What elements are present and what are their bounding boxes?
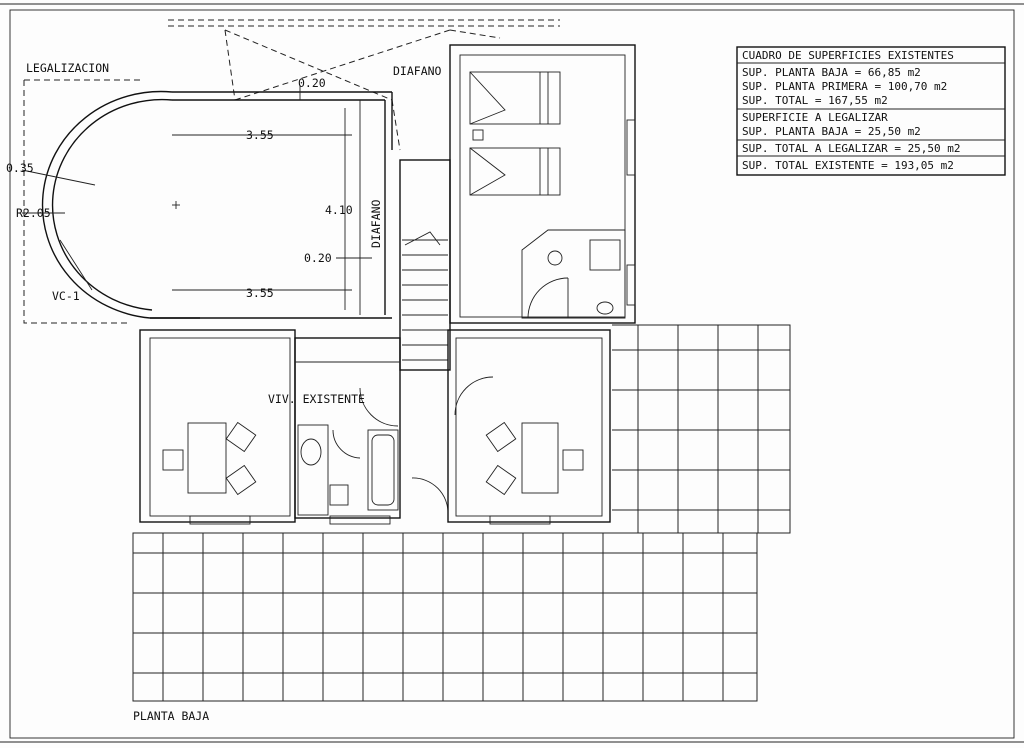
table-row: SUP. TOTAL EXISTENTE = 193,05 m2 [742,159,954,172]
stair [399,159,451,371]
dim-020-top: 0.20 [298,76,326,90]
sheet-border [9,9,1015,739]
table-row: SUP. PLANTA BAJA = 66,85 m2 [742,66,921,79]
table-title: CUADRO DE SUPERFICIES EXISTENTES [742,49,954,62]
dim-410: 4.10 [325,203,353,217]
table-row: SUP. TOTAL = 167,55 m2 [742,94,888,107]
diafano-side-label: DIAFANO [369,199,383,248]
legalizacion-label: LEGALIZACION [26,61,109,75]
diafano-area [224,29,501,151]
vc1-label: VC-1 [52,289,80,303]
surface-table: CUADRO DE SUPERFICIES EXISTENTES SUP. PL… [736,46,1006,176]
round-room-walls [41,90,393,319]
diafano-top-label: DIAFANO [393,64,442,78]
table-row: SUP. PLANTA PRIMERA = 100,70 m2 [742,80,947,93]
top-dashed-lines [168,19,560,27]
paving-grid-bottom [132,532,758,702]
table-row: SUP. PLANTA BAJA = 25,50 m2 [742,125,921,138]
dim-035: 0.35 [6,161,34,175]
dim-355-bottom: 3.55 [246,286,274,300]
upper-right-block [449,44,636,324]
paving-grid-right [612,324,791,701]
dimension-lines [21,85,372,310]
lower-left-room [139,329,296,525]
planta-baja-label: PLANTA BAJA [133,709,209,723]
table-row: SUP. TOTAL A LEGALIZAR = 25,50 m2 [742,142,961,155]
legalization-outline [23,79,140,324]
dim-020-mid: 0.20 [304,251,332,265]
dim-355-top: 3.55 [246,128,274,142]
central-bathroom [294,337,449,525]
table-row: SUPERFICIE A LEGALIZAR [742,111,888,124]
lower-right-room [447,329,611,525]
viv-existente-label: VIV. EXISTENTE [268,392,365,406]
dim-r205: R2.05 [16,206,51,220]
